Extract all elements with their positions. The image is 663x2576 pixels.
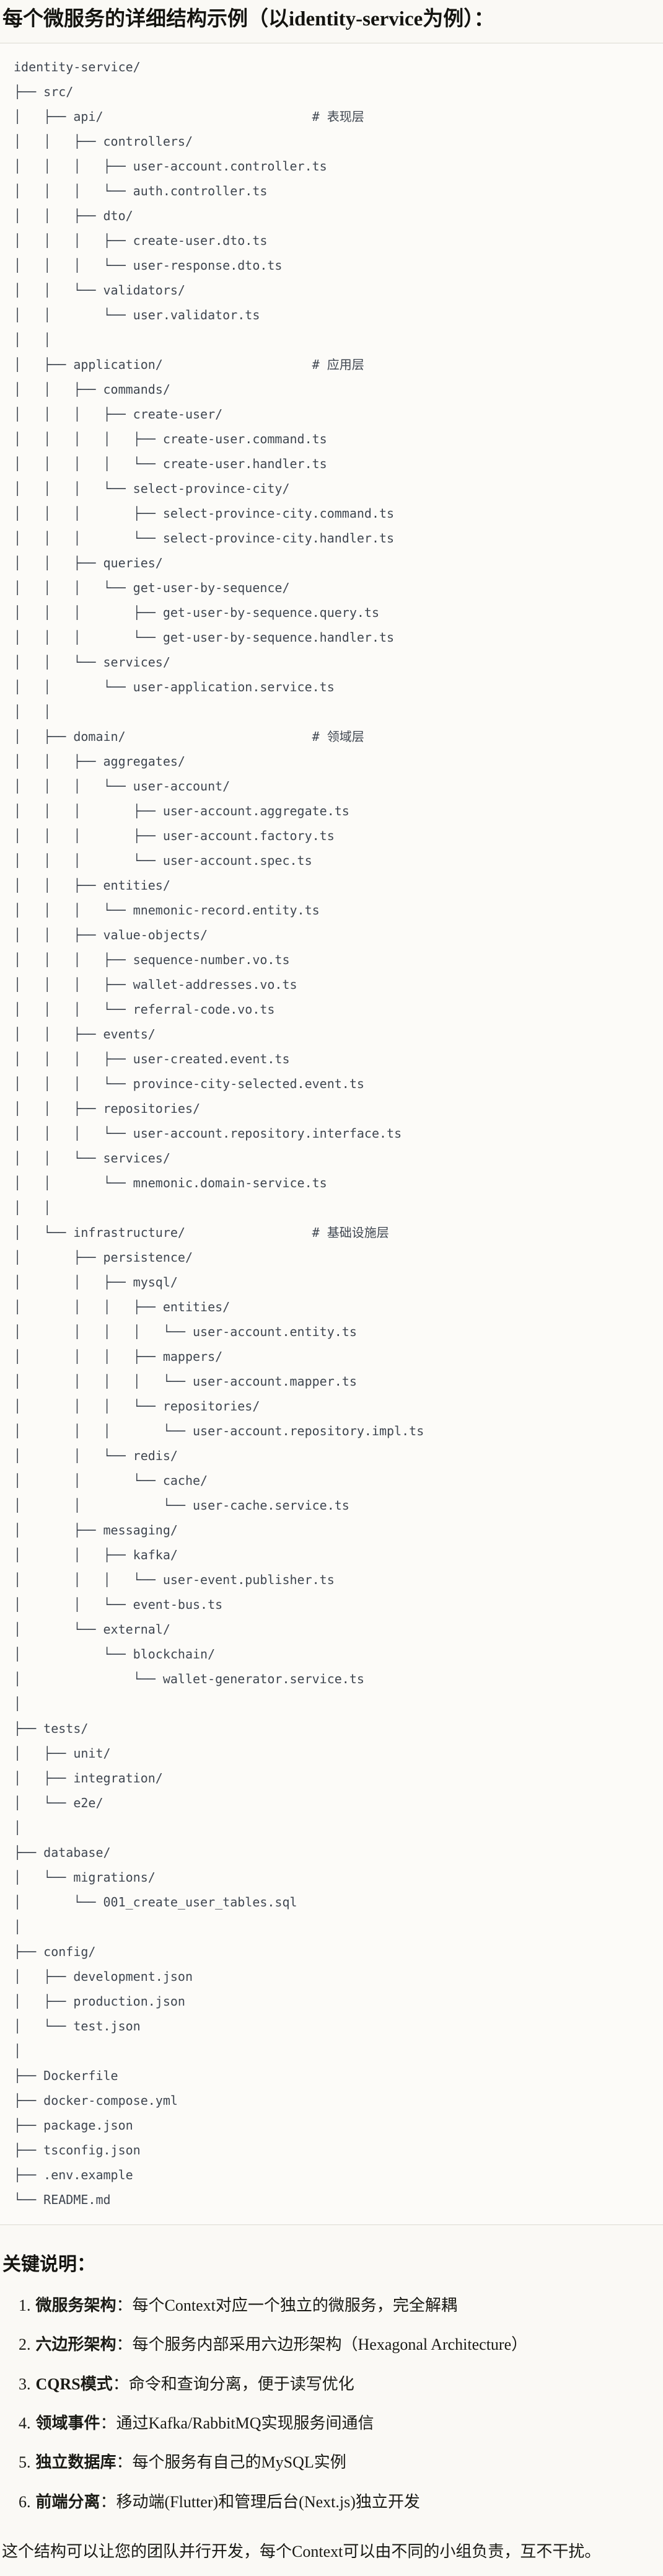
note-term: 领域事件	[35, 2414, 100, 2433]
note-number: 3.	[19, 2375, 31, 2393]
note-term: 前端分离	[35, 2492, 100, 2511]
note-item-microservice: 1.微服务架构：每个Context对应一个独立的微服务，完全解耦	[0, 2295, 663, 2317]
note-text: ：命令和查询分离，便于读写优化	[112, 2375, 354, 2393]
key-notes-section: 关键说明： 1.微服务架构：每个Context对应一个独立的微服务，完全解耦 2…	[0, 2249, 663, 2564]
note-text: ：每个服务有自己的MySQL实例	[116, 2453, 346, 2472]
note-number: 4.	[19, 2414, 31, 2433]
note-item-domain-events: 4.领域事件：通过Kafka/RabbitMQ实现服务间通信	[0, 2412, 663, 2435]
note-number: 1.	[19, 2296, 31, 2314]
note-text: ：每个服务内部采用六边形架构（Hexagonal Architecture）	[116, 2335, 528, 2354]
note-term: CQRS模式	[35, 2375, 113, 2393]
note-number: 2.	[19, 2335, 31, 2354]
note-item-independent-db: 5.独立数据库：每个服务有自己的MySQL实例	[0, 2451, 663, 2474]
note-term: 微服务架构	[35, 2296, 116, 2314]
note-text: ：移动端(Flutter)和管理后台(Next.js)独立开发	[100, 2492, 420, 2511]
directory-tree-code-block: identity-service/ ├── src/ │ ├── api/ # …	[0, 42, 663, 2225]
closing-paragraph: 这个结构可以让您的团队并行开发，每个Context可以由不同的小组负责，互不干扰…	[2, 2543, 601, 2561]
note-item-cqrs: 3.CQRS模式：命令和查询分离，便于读写优化	[0, 2373, 663, 2396]
note-number: 6.	[19, 2492, 31, 2511]
note-text: ：通过Kafka/RabbitMQ实现服务间通信	[100, 2414, 374, 2433]
key-notes-heading: 关键说明：	[2, 2254, 95, 2275]
note-number: 5.	[19, 2453, 31, 2472]
note-text: ：每个Context对应一个独立的微服务，完全解耦	[116, 2296, 457, 2314]
directory-tree: identity-service/ ├── src/ │ ├── api/ # …	[14, 59, 424, 2207]
note-term: 六边形架构	[35, 2335, 116, 2354]
note-item-frontend-separation: 6.前端分离：移动端(Flutter)和管理后台(Next.js)独立开发	[0, 2491, 663, 2513]
note-term: 独立数据库	[35, 2453, 116, 2472]
page-title: 每个微服务的详细结构示例（以identity-service为例）：	[2, 8, 494, 30]
note-item-hexagonal: 2.六边形架构：每个服务内部采用六边形架构（Hexagonal Architec…	[0, 2334, 663, 2356]
key-notes-list: 1.微服务架构：每个Context对应一个独立的微服务，完全解耦 2.六边形架构…	[0, 2295, 663, 2513]
